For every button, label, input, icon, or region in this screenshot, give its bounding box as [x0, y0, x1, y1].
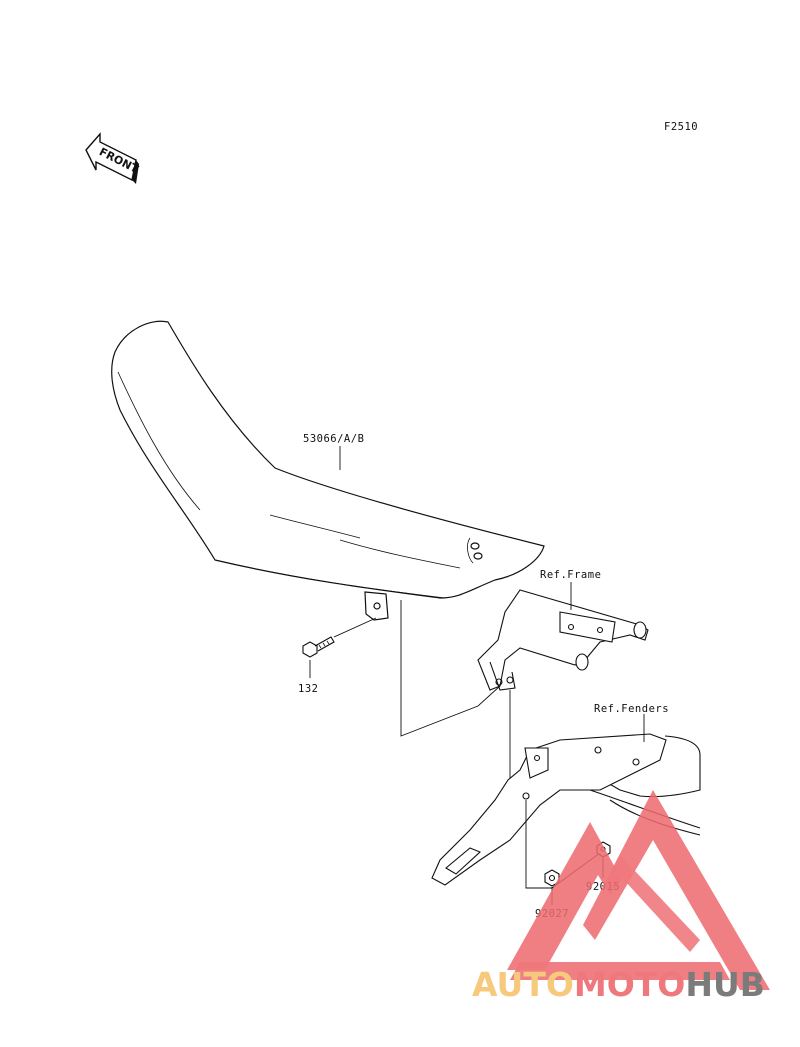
watermark-auto: AUTO	[472, 965, 574, 1004]
watermark-moto: MOTO	[574, 965, 685, 1004]
frame-drawing	[477, 589, 649, 691]
watermark-triangle-icon	[507, 790, 770, 990]
watermark-hub: HUB	[685, 965, 765, 1004]
front-arrow-icon: FRONT	[85, 132, 141, 184]
ref-fenders-label: Ref.Fenders	[594, 703, 669, 715]
seat-drawing	[111, 320, 545, 621]
part-label-132: 132	[298, 683, 318, 695]
bolt-132-drawing	[302, 636, 335, 658]
leader-132	[333, 617, 377, 638]
ref-frame-label: Ref.Frame	[540, 569, 601, 581]
watermark-logo: AUTOMOTOHUB	[472, 790, 770, 1004]
watermark-text: AUTOMOTOHUB	[472, 965, 765, 1004]
fender-drawing	[431, 733, 701, 886]
figure-code: F2510	[664, 121, 698, 133]
part-label-seat: 53066/A/B	[303, 433, 364, 445]
leader-bracket	[400, 600, 501, 737]
